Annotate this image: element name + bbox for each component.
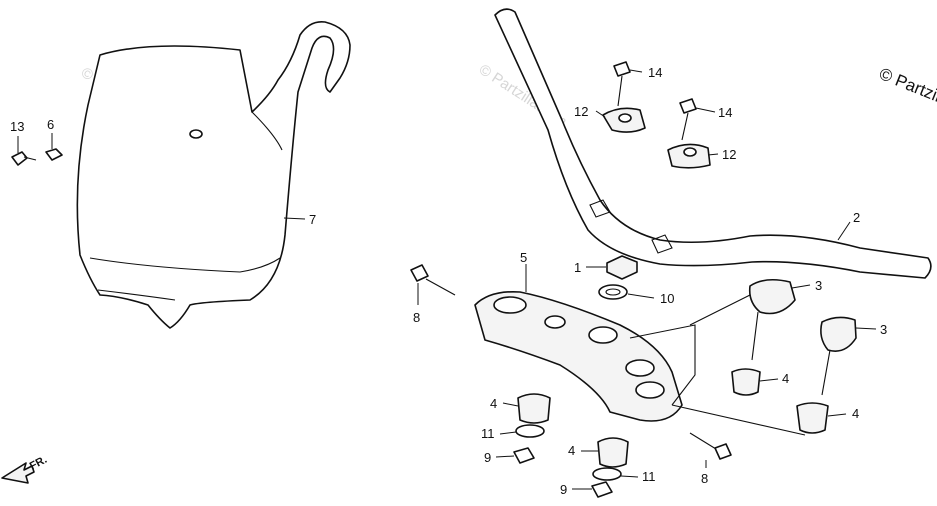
stem-nut[interactable] — [606, 255, 638, 280]
callout-4c: 4 — [490, 396, 497, 411]
pinch-bolt-8a[interactable] — [410, 264, 456, 296]
cushion-4b[interactable] — [796, 402, 829, 434]
front-arrow-icon — [1, 462, 35, 484]
washer-11b[interactable] — [592, 467, 622, 481]
callout-9a: 9 — [484, 450, 491, 465]
leader-12b — [707, 153, 719, 156]
cushion-4d[interactable] — [597, 437, 629, 468]
top-bridge[interactable] — [474, 279, 806, 436]
callout-6: 6 — [47, 117, 54, 132]
handlebar-holder-3a[interactable] — [748, 278, 796, 361]
collar-9b[interactable] — [591, 481, 613, 498]
callout-10: 10 — [660, 291, 674, 306]
leader-14a — [629, 69, 643, 73]
leader-9a — [495, 455, 515, 458]
cushion-4c[interactable] — [517, 393, 551, 424]
washer-10[interactable] — [598, 284, 628, 300]
pinch-bolt-8b[interactable] — [689, 432, 732, 460]
callout-7: 7 — [309, 212, 316, 227]
callout-5: 5 — [520, 250, 527, 265]
leader-7 — [283, 217, 306, 220]
collar-9a[interactable] — [513, 447, 535, 464]
callout-4a: 4 — [782, 371, 789, 386]
leader-4c — [502, 402, 519, 407]
leader-3b — [855, 327, 877, 330]
bolt-13[interactable] — [11, 151, 37, 166]
cushion-4a[interactable] — [731, 368, 761, 396]
callout-3a: 3 — [815, 278, 822, 293]
callout-8a: 8 — [413, 310, 420, 325]
callout-13: 13 — [10, 119, 24, 134]
handlebar-holder-3b[interactable] — [820, 316, 857, 396]
watermark-corner: © Partzilla.com — [877, 64, 937, 125]
leader-2 — [837, 221, 851, 241]
callout-3b: 3 — [880, 322, 887, 337]
callout-11a: 11 — [481, 426, 495, 441]
handlebar[interactable] — [494, 8, 932, 279]
number-plate[interactable] — [76, 20, 351, 329]
bolt-14a[interactable] — [613, 61, 631, 107]
leader-3a — [791, 284, 811, 289]
upper-holder-12a[interactable] — [602, 107, 646, 133]
leader-4a — [759, 378, 779, 382]
callout-9b: 9 — [560, 482, 567, 497]
leader-11a — [499, 431, 517, 435]
leader-4b — [827, 413, 847, 417]
callout-2: 2 — [853, 210, 860, 225]
callout-12a: 12 — [574, 104, 588, 119]
leader-12a — [595, 110, 606, 118]
front-arrow-label: FR. — [28, 454, 49, 473]
upper-holder-12b[interactable] — [667, 143, 711, 169]
callout-11b: 11 — [642, 469, 656, 484]
callout-4b: 4 — [852, 406, 859, 421]
callout-14a: 14 — [648, 65, 662, 80]
callout-4d: 4 — [568, 443, 575, 458]
leader-10 — [627, 293, 655, 299]
leader-14b — [695, 107, 716, 113]
bolt-14b[interactable] — [679, 98, 697, 141]
washer-11a[interactable] — [515, 424, 545, 438]
callout-1: 1 — [574, 260, 581, 275]
callout-14b: 14 — [718, 105, 732, 120]
collar-6[interactable] — [45, 148, 63, 161]
leader-11b — [620, 475, 639, 478]
callout-12b: 12 — [722, 147, 736, 162]
callout-8b: 8 — [701, 471, 708, 486]
